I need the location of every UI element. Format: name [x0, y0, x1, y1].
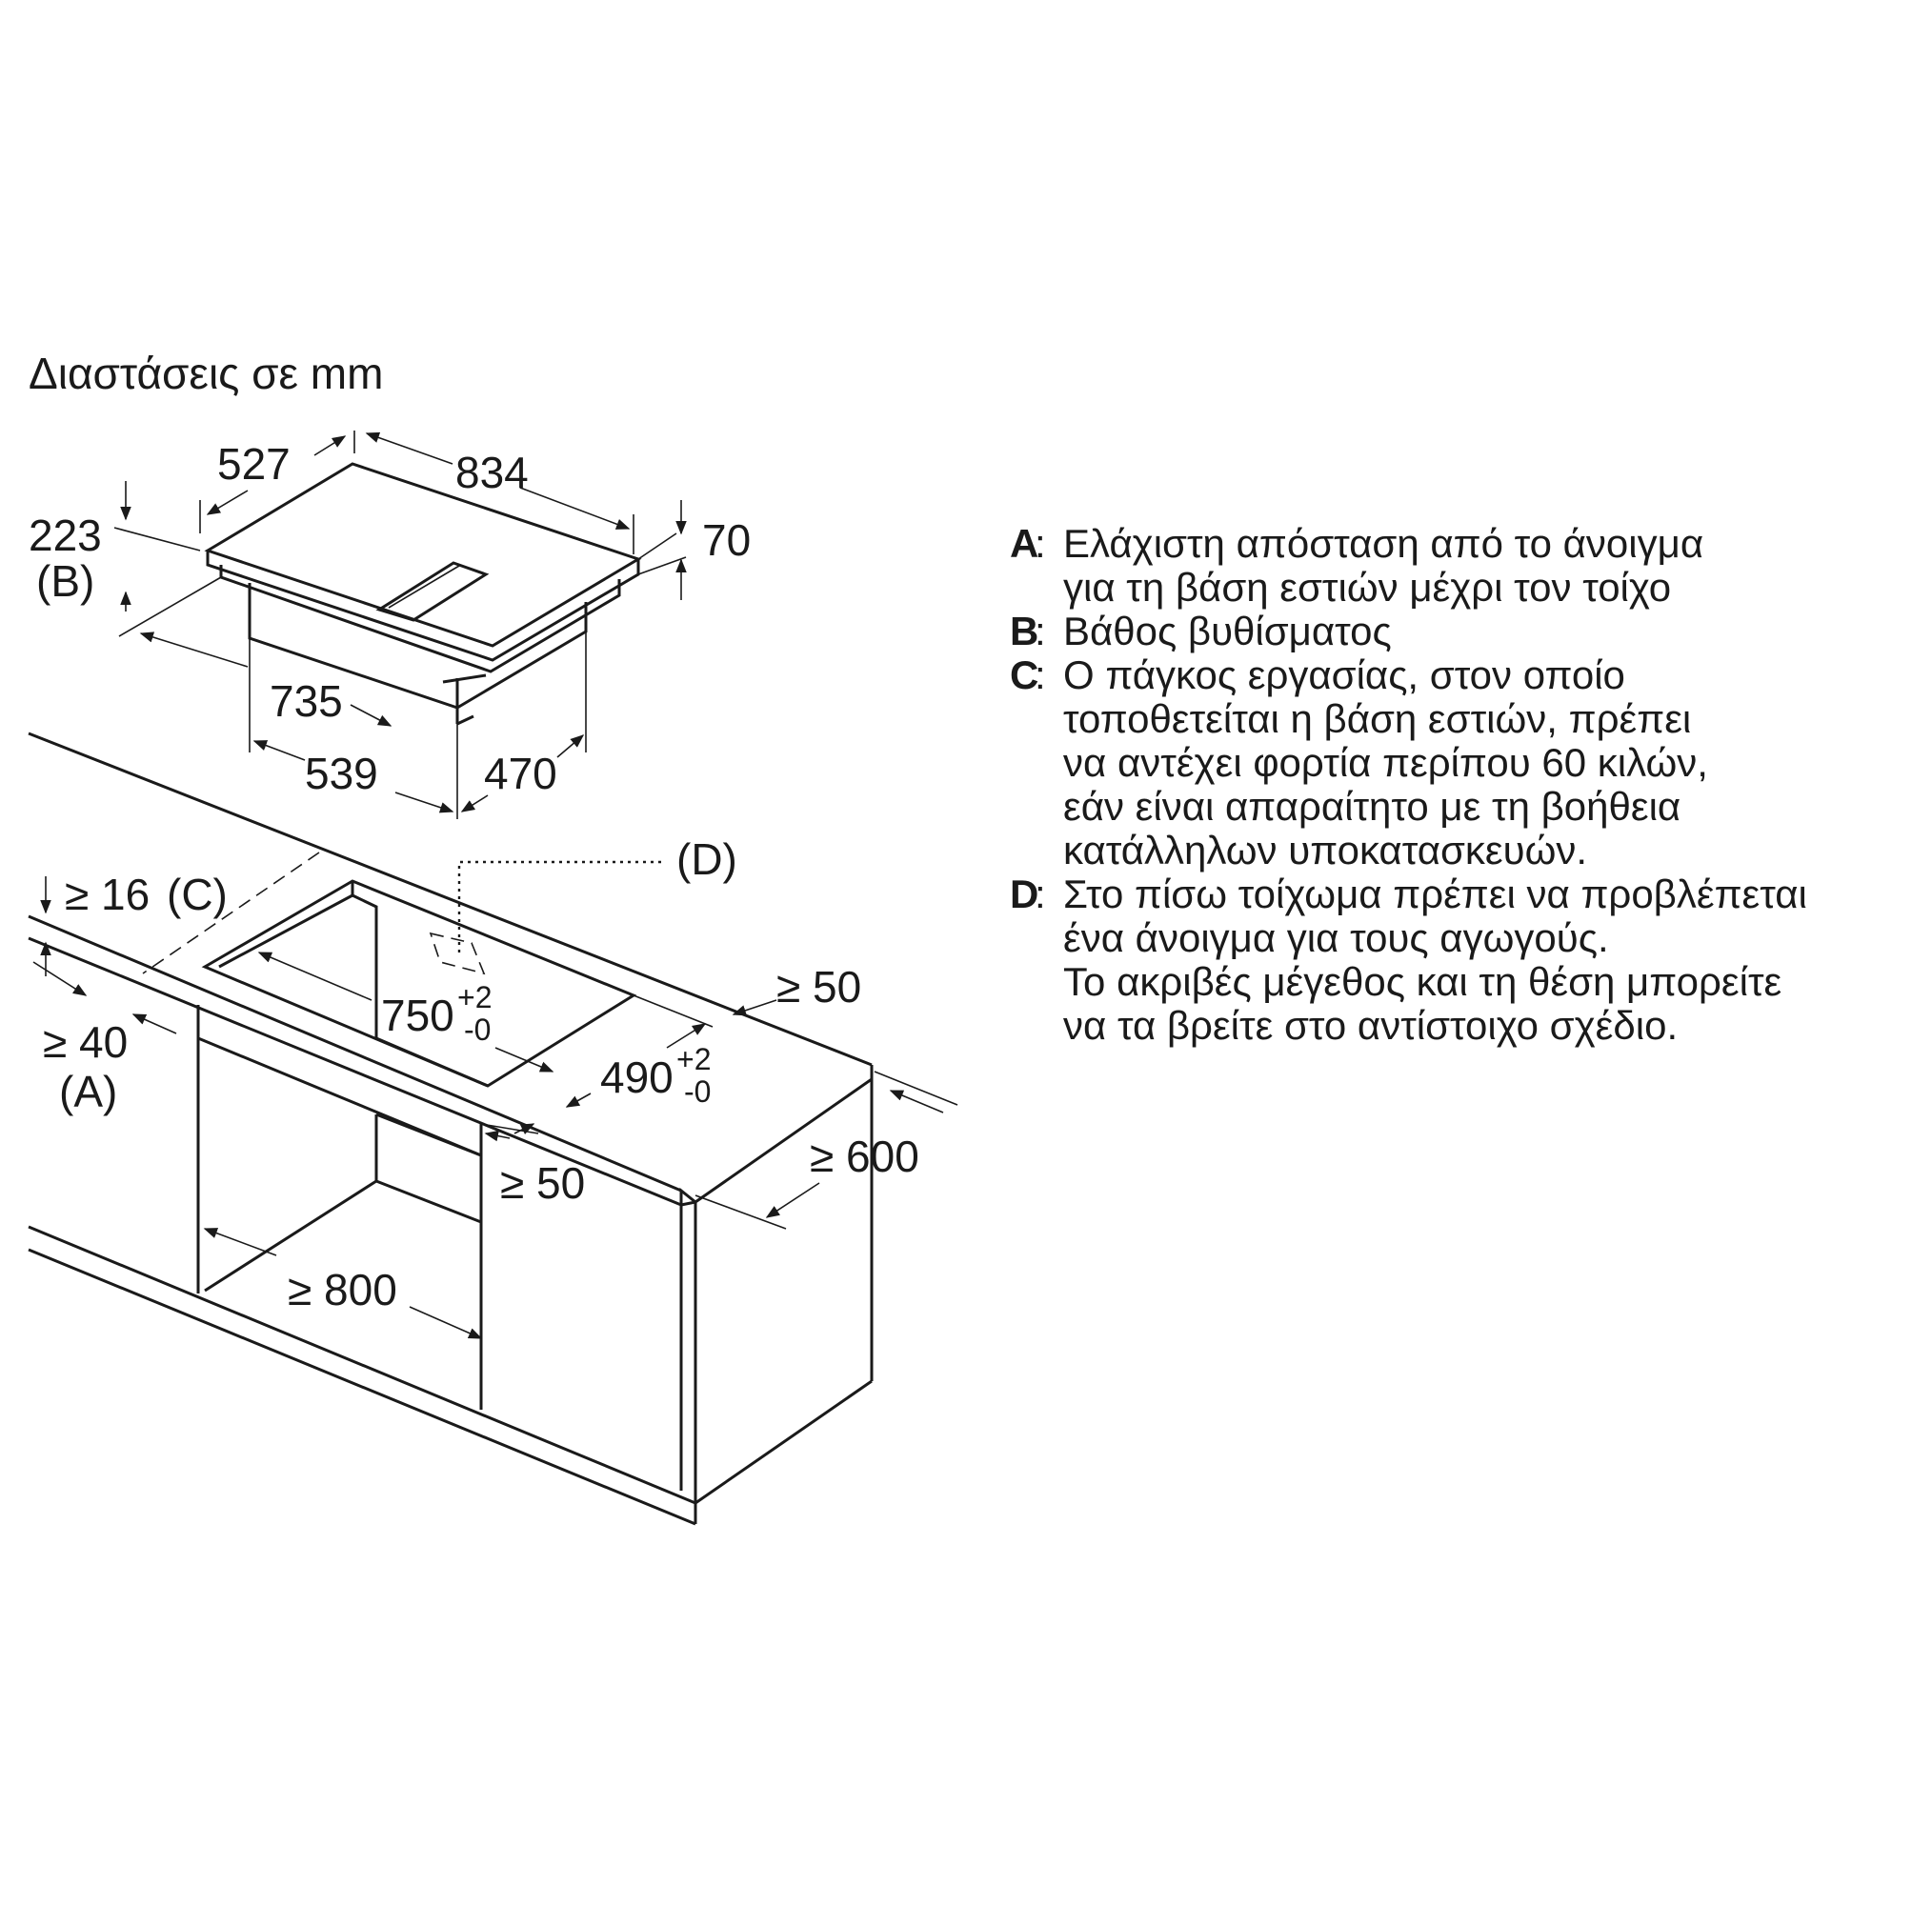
dim-underside-735: 735: [270, 676, 343, 726]
dim-cabinet-600: ≥ 600: [810, 1132, 919, 1181]
worktop-rear-edge: [28, 732, 873, 1067]
dim-cutout-490: 490: [600, 1053, 674, 1102]
dim-side-50: ≥ 50: [500, 1158, 585, 1208]
legend-key: D: [1010, 872, 1039, 916]
legend-text: Ο πάγκος εργασίας, στον οποίο τοποθετείτ…: [1063, 652, 1708, 872]
worktop-front-edge: [28, 914, 682, 1193]
dim-front-40: ≥ 40: [43, 1017, 128, 1067]
legend-key: A: [1010, 521, 1039, 566]
marker-d: (D): [676, 834, 737, 884]
legend-key: C: [1010, 652, 1039, 697]
legend-item-d: D: Στο πίσω τοίχωμα πρέπει να προβλέπετα…: [1010, 872, 1924, 1048]
marker-a: (A): [59, 1067, 117, 1116]
dim-depth-527: 527: [217, 439, 291, 489]
diagram-title: Διαστάσεις σε mm: [29, 349, 383, 398]
hob-frame: [219, 565, 621, 673]
dim-total-height-223: 223: [29, 511, 102, 560]
legend-key: B: [1010, 609, 1039, 653]
tol-750-plus: +2: [457, 980, 492, 1014]
tol-750-minus: -0: [464, 1013, 491, 1047]
dim-worktop-16: ≥ 16: [65, 870, 150, 919]
legend-text: Ελάχιστη απόσταση από το άνοιγμα για τη …: [1063, 521, 1704, 610]
rear-duct-opening: [429, 932, 486, 975]
tol-490-plus: +2: [676, 1042, 711, 1076]
hob-glass-top: [204, 462, 642, 648]
legend-item-c: C: Ο πάγκος εργασίας, στον οποίο τοποθετ…: [1010, 653, 1924, 872]
downdraft-vent: [375, 561, 490, 622]
hob-glass-edge: [206, 551, 640, 662]
dim-width-834: 834: [455, 448, 529, 497]
tol-490-minus: -0: [684, 1074, 711, 1109]
hob-dimension-lines: [113, 431, 687, 819]
worktop-cabinet-drawing: [28, 732, 874, 1526]
dim-glass-70: 70: [702, 515, 751, 565]
dim-cutout-750: 750: [381, 991, 454, 1040]
marker-b: (B): [36, 556, 94, 606]
legend-item-b: B: Βάθος βυθίσματος: [1010, 610, 1924, 653]
legend: A: Ελάχιστη απόσταση από το άνοιγμα για …: [1010, 522, 1924, 1048]
dim-body-539: 539: [305, 749, 378, 798]
legend-item-a: A: Ελάχιστη απόσταση από το άνοιγμα για …: [1010, 522, 1924, 610]
hob-drawing: [204, 462, 642, 726]
dim-body-470: 470: [484, 749, 557, 798]
legend-text: Βάθος βυθίσματος: [1063, 609, 1392, 653]
cutout-dimension-lines: [32, 876, 958, 1339]
marker-c: (C): [167, 870, 228, 919]
dim-rear-50: ≥ 50: [776, 962, 861, 1012]
dim-cabinet-800: ≥ 800: [288, 1265, 397, 1314]
legend-text: Στο πίσω τοίχωμα πρέπει να προβλέπεται έ…: [1063, 872, 1807, 1048]
